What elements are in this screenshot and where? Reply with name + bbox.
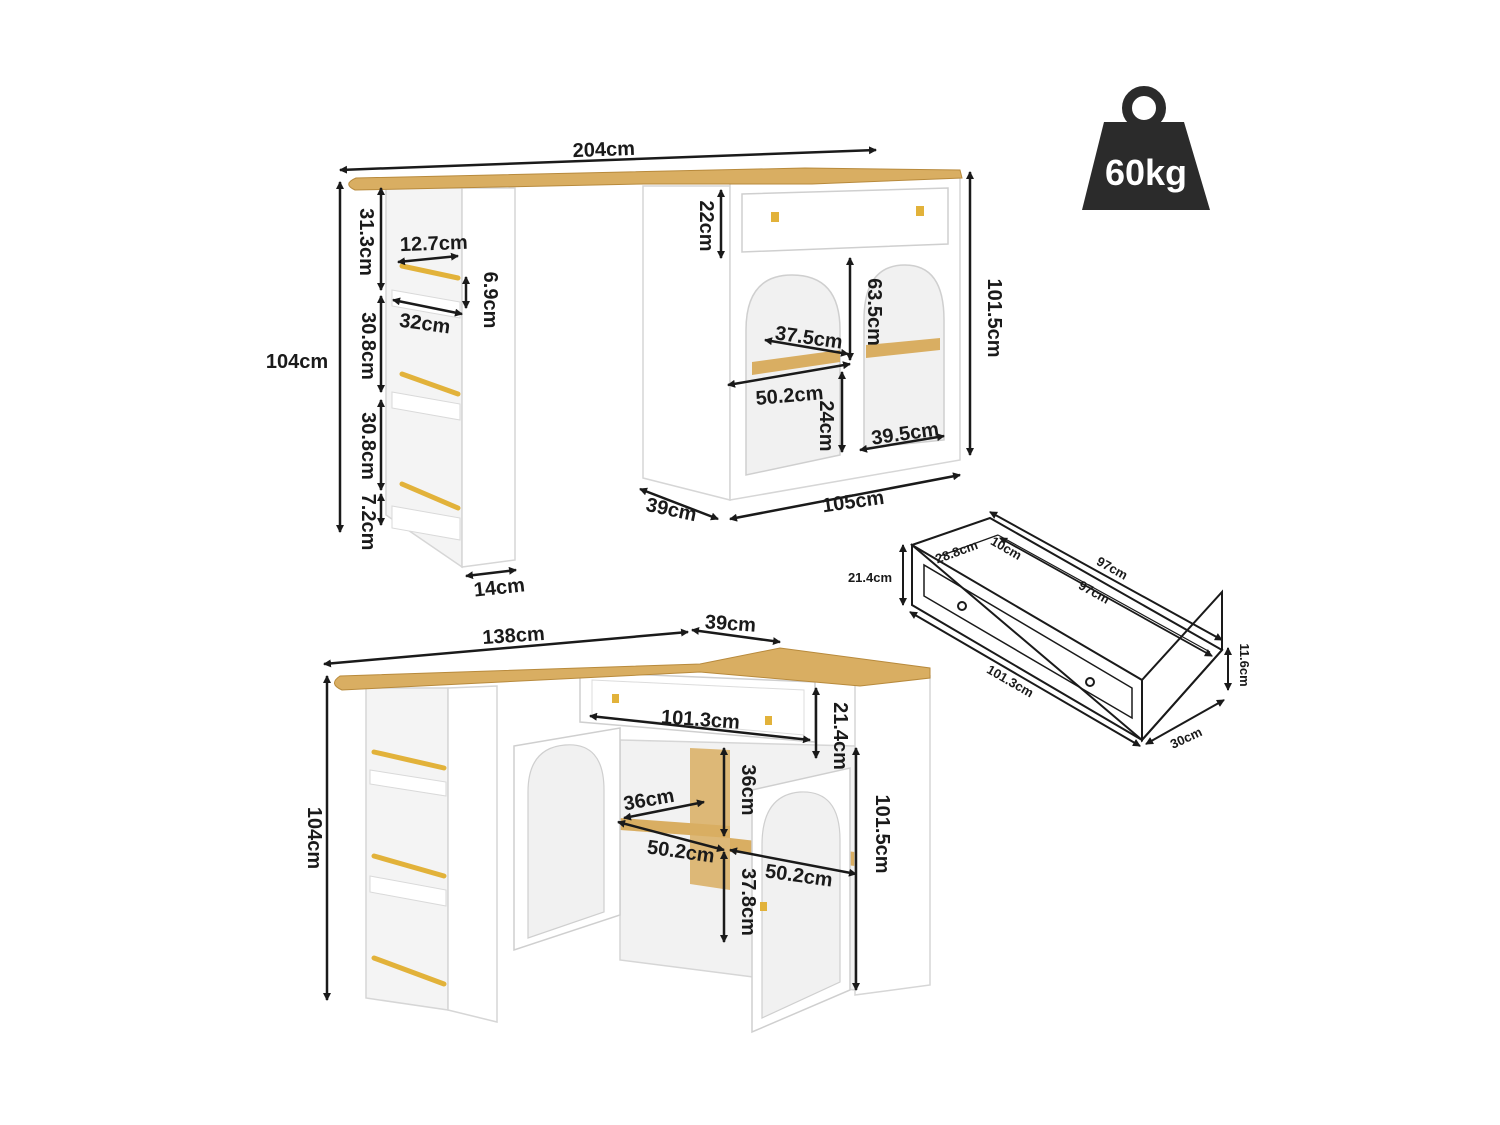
right-arched-door: [863, 264, 945, 449]
arrow-front-length: [909, 611, 1141, 747]
arrow-rack-depth: [465, 566, 517, 580]
rack-rail-3: [399, 481, 461, 511]
rack-shelf-3: [391, 505, 461, 541]
label-bottom-drawer-width: 101.3cm: [660, 706, 740, 733]
label-bottom-drawer-height: 21.4cm: [829, 702, 851, 770]
label-shelf-top: 31.3cm: [355, 208, 377, 276]
label-bottom-upper-height: 36cm: [737, 764, 759, 815]
b-rack-shelf-1: [369, 769, 447, 797]
arrow-drawer-depth: [1145, 699, 1225, 745]
arrow-lower-depth: [859, 433, 945, 453]
dimension-arrows: [323, 146, 1232, 1001]
drawer-knob-left: [771, 212, 779, 222]
drawer-knob-right: [916, 206, 924, 216]
top-shelf-rack: [385, 187, 516, 569]
label-shelf-low: 30.8cm: [357, 412, 379, 480]
rack-shelf-2: [391, 391, 461, 421]
weight-body: [1082, 122, 1210, 210]
weight-badge: 60kg: [1082, 86, 1210, 210]
arrow-inner-length: [999, 537, 1213, 657]
arrow-outer-length: [989, 511, 1223, 641]
label-drawer-detail-height: 21.4cm: [848, 570, 892, 585]
arrow-shelf-depth-top: [397, 252, 459, 266]
b-rack-rail-2: [371, 853, 447, 879]
label-lower-height: 24cm: [815, 400, 837, 451]
weight-icon: [1122, 86, 1166, 130]
b-left-door-glass: [527, 744, 605, 939]
arrow-bottom-drawer-width: [589, 712, 811, 744]
arrow-bottom-top-width: [323, 628, 689, 668]
label-drawer-inner-depth: 28.8cm: [933, 537, 980, 566]
label-drawer-height: 22cm: [695, 200, 717, 251]
b-rack-rail-1: [371, 749, 447, 771]
arrow-top-total-width: [339, 146, 877, 174]
rack-rail-1: [399, 263, 461, 281]
b-rack-shelf-2: [369, 875, 447, 907]
label-cabinet-depth: 39cm: [644, 494, 699, 526]
label-door-height: 63.5cm: [863, 278, 885, 346]
b-rack-side-panel: [447, 685, 498, 1023]
label-bottom-cabinet-height: 101.5cm: [871, 795, 893, 874]
label-bottom-lower-height: 37.8cm: [737, 868, 759, 936]
label-top-total-width: 204cm: [572, 138, 635, 162]
bottom-shelf-rack: [365, 685, 498, 1023]
drawer-inner-edge-1: [939, 534, 999, 557]
drawer-side: [1141, 589, 1223, 743]
label-top-height: 104cm: [266, 351, 328, 373]
b-drawer-knob-left: [612, 694, 619, 703]
arrow-bottom-top-depth: [691, 626, 781, 646]
arrow-cabinet-width: [729, 472, 961, 522]
label-cabinet-width: 105cm: [821, 487, 886, 517]
arrow-shelf-width: [392, 297, 463, 317]
label-drawer-side-height: 11.6cm: [1237, 643, 1252, 686]
b-rack-rail-3: [371, 955, 447, 987]
label-lip-height: 6.9cm: [479, 272, 501, 329]
drawer-knob-2: [1085, 677, 1095, 687]
label-shelf-mid: 30.8cm: [357, 312, 379, 380]
label-base-gap: 7.2cm: [357, 494, 379, 551]
label-bottom-top-depth: 39cm: [704, 611, 757, 637]
drawer-knob-1: [957, 601, 967, 611]
arrow-inner-shelf-depth: [764, 337, 849, 357]
label-cabinet-height: 101.5cm: [983, 279, 1005, 358]
arrow-cabinet-shelf-width: [727, 361, 851, 388]
label-rack-depth: 14cm: [473, 574, 526, 601]
label-drawer-inner-height: 10cm: [988, 533, 1024, 563]
b-door-knob: [760, 902, 767, 911]
b-right-door-glass: [761, 791, 841, 1019]
arrow-cabinet-depth: [639, 487, 719, 521]
bottom-wooden-countertop: [334, 647, 931, 691]
cabinet-drawer: [741, 187, 949, 253]
arrow-bottom-shelf-left: [617, 819, 725, 853]
label-drawer-inner-length: 97cm: [1076, 577, 1112, 606]
label-shelf-depth-top: 12.7cm: [400, 232, 469, 256]
cabinet-shelf-right: [866, 338, 940, 358]
rack-rail-2: [399, 371, 461, 397]
arrow-bottom-shelf-depth: [623, 799, 705, 821]
arrow-bottom-shelf-right: [729, 847, 857, 877]
label-bottom-height: 104cm: [303, 807, 325, 869]
b-drawer-knob-right: [765, 716, 772, 725]
rack-side-panel: [461, 187, 516, 568]
label-bottom-top-width: 138cm: [482, 623, 546, 649]
weight-label: 60kg: [1105, 152, 1187, 193]
